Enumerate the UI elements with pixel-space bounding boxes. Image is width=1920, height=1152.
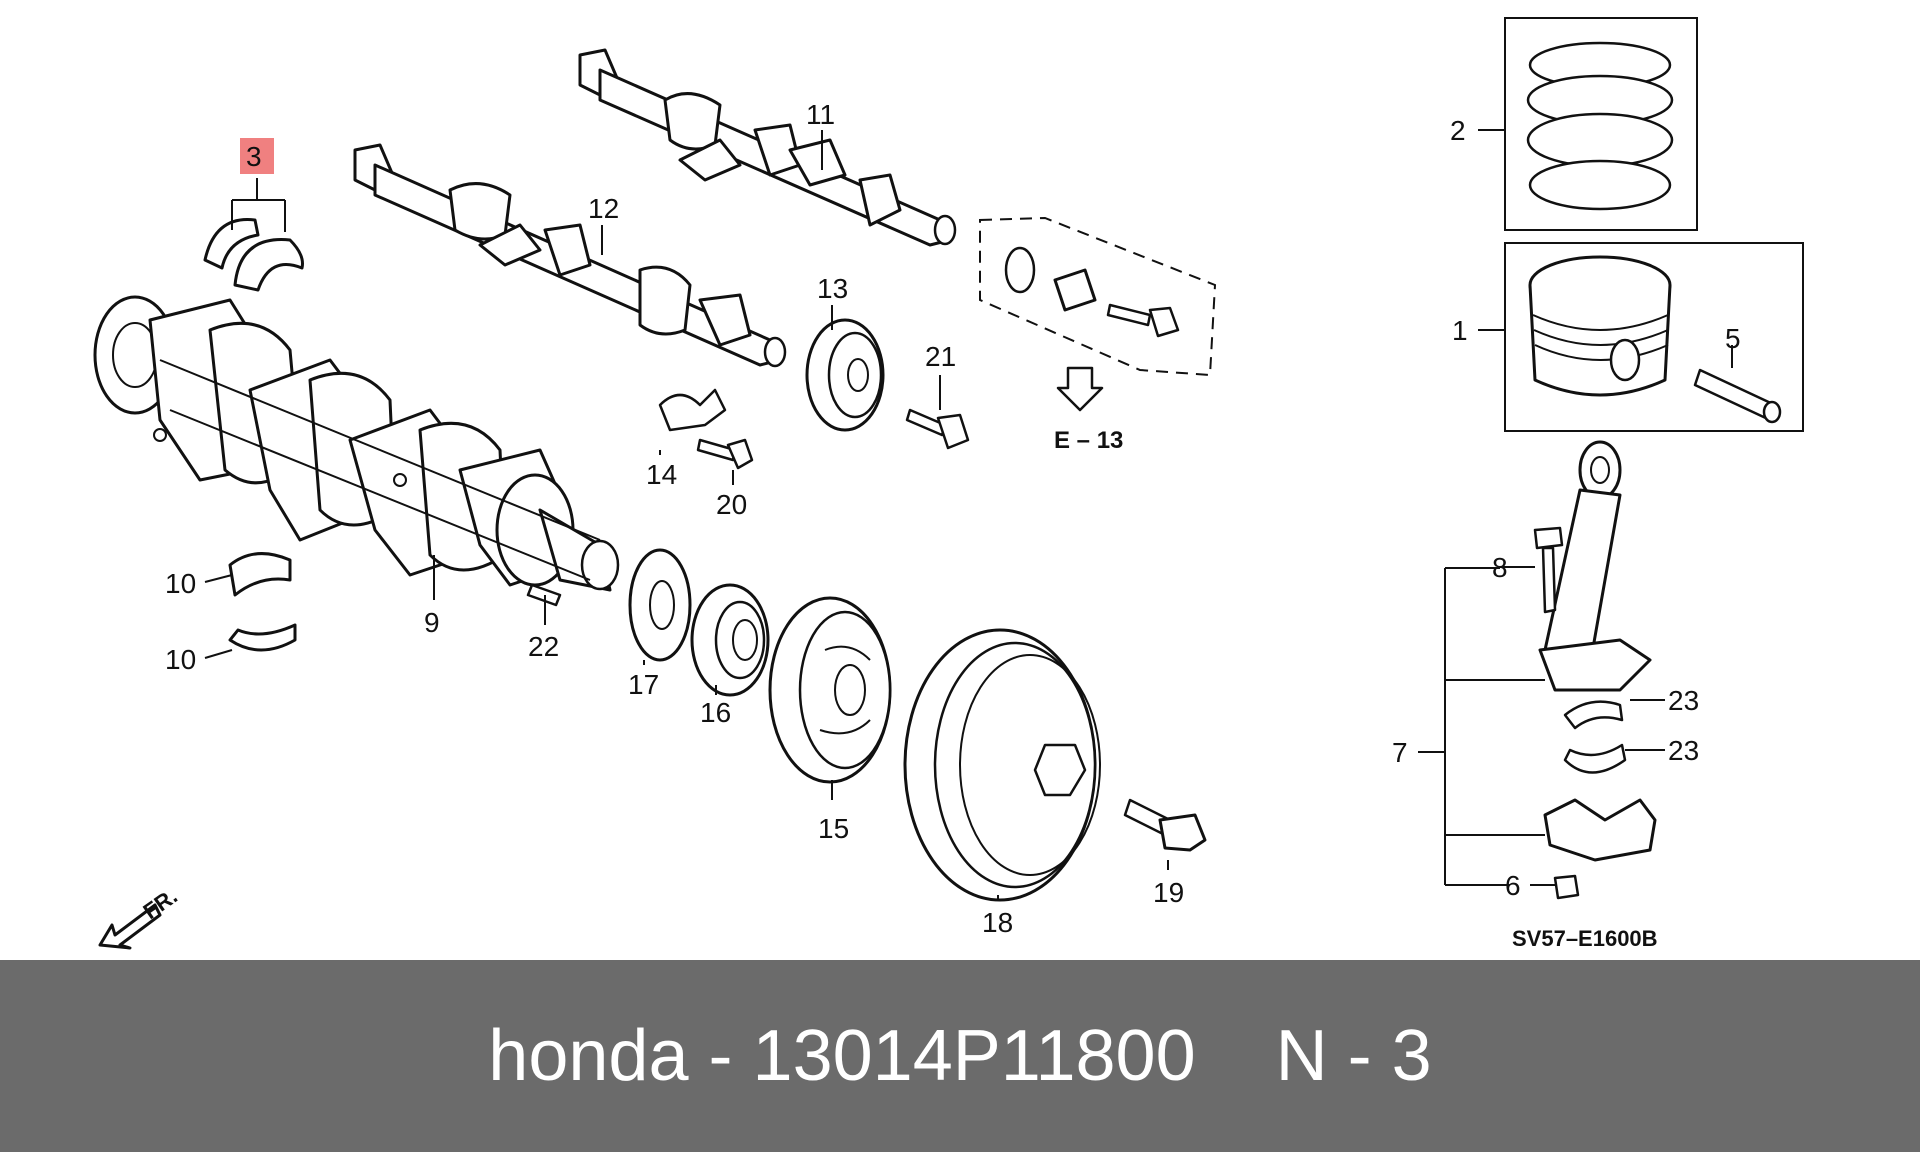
part-number: 13014P11800 [752, 1016, 1196, 1096]
footer-bar: honda - 13014P11800 N - 3 [0, 960, 1920, 1152]
label-7: 7 [1392, 737, 1408, 768]
rod-assembly-bracket [1418, 567, 1545, 886]
piston-box [1504, 242, 1804, 432]
bracket-bolt[interactable] [696, 438, 754, 470]
crank-timing-gear[interactable] [690, 583, 770, 697]
thrust-washers[interactable] [203, 178, 304, 292]
timing-belt-pulley[interactable] [768, 596, 892, 784]
label-8: 8 [1492, 552, 1508, 583]
rod-cap[interactable] [1543, 798, 1657, 862]
label-23-upper: 23 [1668, 685, 1699, 716]
label-20: 20 [716, 489, 747, 520]
label-23-lower: 23 [1668, 735, 1699, 766]
separator: - [708, 1016, 733, 1096]
piston-pin[interactable] [1693, 368, 1782, 424]
label-22: 22 [528, 631, 559, 662]
brand-name: honda [488, 1016, 689, 1096]
piston[interactable] [1478, 255, 1672, 397]
leader-lines [204, 130, 1733, 900]
label-15: 15 [818, 813, 849, 844]
label-18: 18 [982, 907, 1013, 938]
label-10-upper: 10 [165, 568, 196, 599]
pulley-bolt[interactable] [1123, 798, 1207, 852]
crankshaft-pulley[interactable] [903, 628, 1101, 902]
main-bearing-upper[interactable] [228, 552, 292, 597]
label-12: 12 [588, 193, 619, 224]
label-3: 3 [246, 141, 262, 172]
label-10-lower: 10 [165, 644, 196, 675]
piston-rings[interactable] [1478, 41, 1674, 211]
label-14: 14 [646, 459, 677, 490]
label-5: 5 [1725, 323, 1741, 354]
cam-pulley-bolt[interactable] [905, 408, 970, 450]
camshaft-pulley[interactable] [805, 318, 885, 432]
label-13: 13 [817, 273, 848, 304]
rod-nut[interactable] [1553, 874, 1580, 900]
camshaft-lower[interactable] [353, 143, 787, 368]
front-arrow-icon [98, 903, 162, 950]
diagram-code: SV57–E1600B [1512, 926, 1658, 951]
rod-bolt[interactable] [1533, 526, 1564, 614]
part-position: N - 3 [1275, 1016, 1432, 1096]
highlight-box-3 [240, 138, 274, 174]
piston-rings-box [1504, 17, 1698, 231]
main-bearing-lower[interactable] [228, 623, 297, 652]
rod-bearing-lower[interactable] [1563, 743, 1627, 774]
label-9: 9 [424, 607, 440, 638]
label-2: 2 [1450, 115, 1466, 146]
label-17: 17 [628, 669, 659, 700]
reference-group-e13[interactable] [979, 216, 1217, 412]
label-19: 19 [1153, 877, 1184, 908]
sensor-plate[interactable] [628, 548, 692, 662]
label-16: 16 [700, 697, 731, 728]
parts-diagram: 3 11 12 13 14 20 21 9 22 17 16 15 18 19 … [93, 17, 1804, 951]
connecting-rod[interactable] [1538, 440, 1652, 692]
rod-bearing-upper[interactable] [1563, 700, 1624, 730]
camshaft-upper[interactable] [578, 48, 957, 247]
label-21: 21 [925, 341, 956, 372]
label-1: 1 [1452, 315, 1468, 346]
label-11: 11 [806, 99, 835, 130]
label-6: 6 [1505, 870, 1521, 901]
bracket[interactable] [658, 388, 727, 432]
reference-e13: E – 13 [1054, 427, 1123, 454]
crankshaft[interactable] [93, 295, 620, 592]
